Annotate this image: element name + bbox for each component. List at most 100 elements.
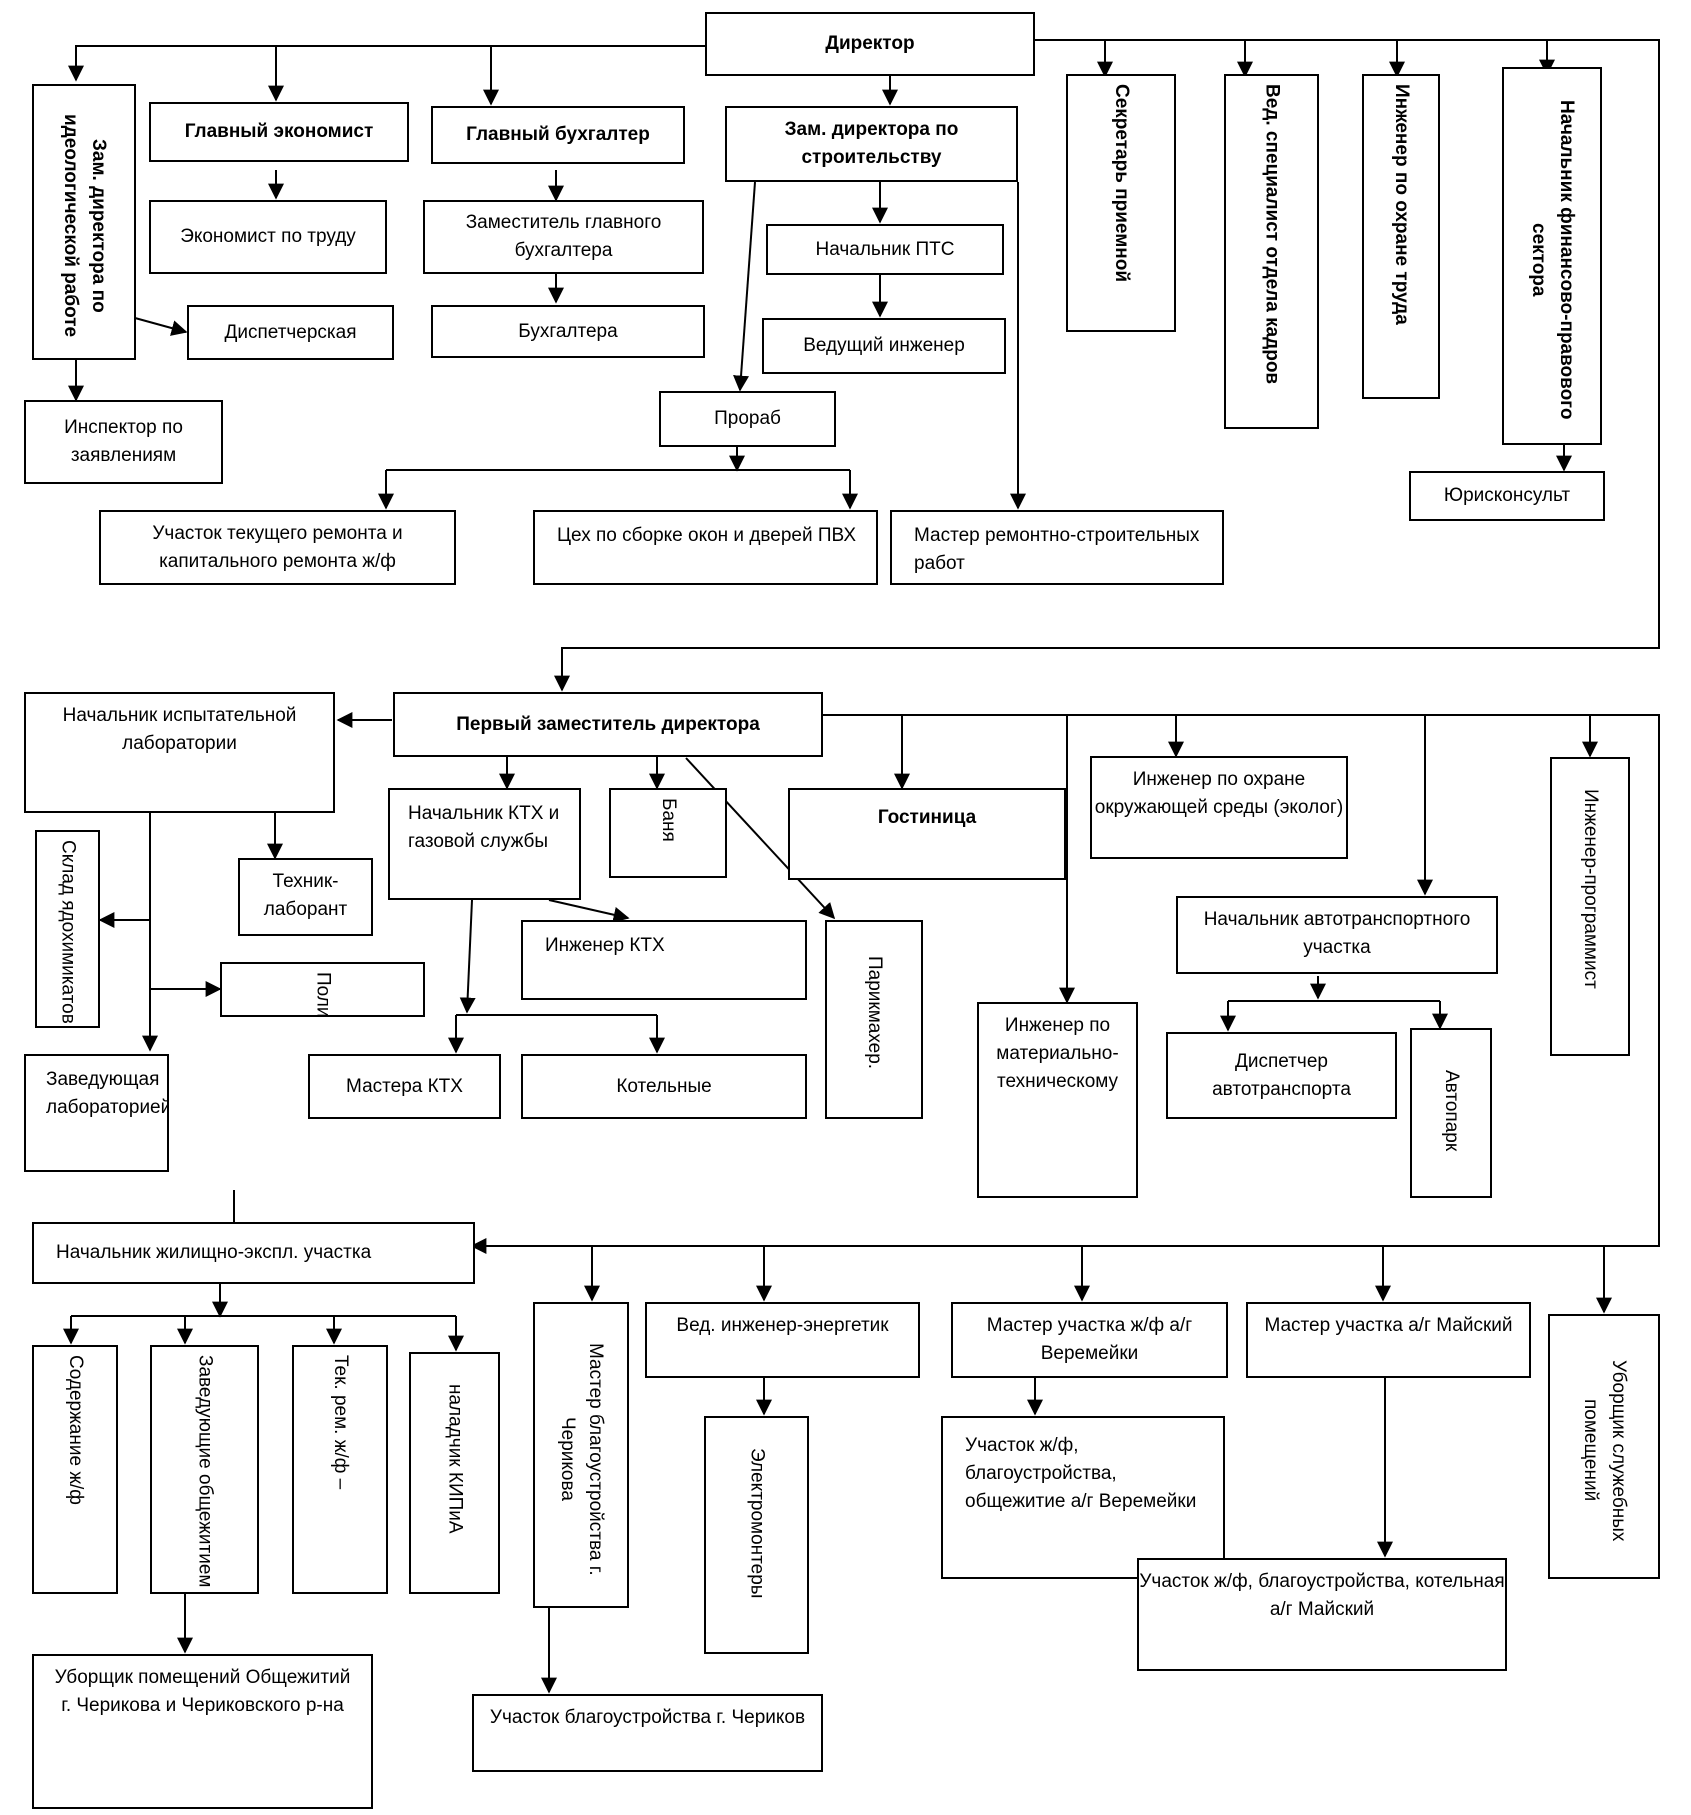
zam-construction-label: Зам. директора по строительству: [784, 119, 959, 168]
electricians-box: Электромонтеры: [704, 1416, 809, 1654]
secretary-box: Секретарь приемной: [1066, 74, 1176, 332]
repair-section-box: Участок текущего ремонта и капитального …: [99, 510, 456, 585]
foreman-label: Прораб: [714, 408, 781, 429]
landscaping-section-box: Участок благоустройства г. Чериков: [472, 1694, 823, 1772]
hotel-box: Гостиница: [788, 788, 1066, 880]
labor-safety-engineer-box: Инженер по охране труда: [1362, 74, 1440, 399]
material-engineer-label: Инженер по материально-техническому: [996, 1015, 1119, 1092]
electricians-label: Электромонтеры: [746, 1448, 768, 1599]
secretary-label: Секретарь приемной: [1111, 84, 1132, 283]
auto-dispatcher-box: Диспетчер автотранспорта: [1166, 1032, 1397, 1119]
deputy-chief-accountant-box: Заместитель главного бухгалтера: [423, 200, 704, 274]
zam-construction-box: Зам. директора по строительству: [725, 106, 1018, 182]
hr-specialist-label: Вед. специалист отдела кадров: [1261, 84, 1283, 385]
housing-repair-box: Тек. рем. ж/ф –: [292, 1345, 388, 1594]
auto-head-box: Начальник автотранспортного участка: [1176, 896, 1498, 974]
finance-legal-head-label: Начальник финансово-правового сектора: [1528, 100, 1577, 420]
repair-master-box: Мастер ремонтно-строительных работ: [890, 510, 1224, 585]
lab-manager-box: Заведующая лабораторией: [24, 1054, 169, 1172]
ktx-masters-label: Мастера КТХ: [346, 1075, 463, 1097]
programmer-label: Инженер-программист: [1580, 789, 1601, 989]
legal-adviser-box: Юрисконсульт: [1409, 471, 1605, 521]
lab-head-label: Начальник испытательной лаборатории: [62, 705, 297, 754]
deputy-chief-accountant-label: Заместитель главного бухгалтера: [465, 212, 662, 261]
zam-ideolog-box: Зам. директора по идеологической работе: [32, 84, 136, 360]
first-deputy-box: Первый заместитель директора: [393, 692, 823, 757]
energy-engineer-label: Вед. инженер-энергетик: [676, 1315, 889, 1336]
kipia-label: наладчик КИПиА: [444, 1384, 466, 1534]
dispatch-label: Диспетчерская: [224, 321, 357, 343]
hotel-label: Гостиница: [877, 807, 977, 828]
chief-accountant-box: Главный бухгалтер: [431, 106, 685, 164]
labor-economist-box: Экономист по труду: [149, 200, 387, 274]
landscaping-master-label: Мастер благоустройства г. Черикова: [557, 1342, 606, 1576]
pvc-shop-box: Цех по сборке окон и дверей ПВХ: [533, 510, 878, 585]
lab-head-box: Начальник испытательной лаборатории: [24, 692, 335, 813]
ktx-head-label: Начальник КТХ и газовой службы: [408, 803, 560, 852]
warehouse-box: Склад ядохимикатов: [35, 830, 100, 1028]
housing-maintenance-label: Содержание ж/ф: [65, 1355, 86, 1505]
inspector-box: Инспектор по заявлениям: [24, 400, 223, 484]
ktx-head-box: Начальник КТХ и газовой службы: [388, 788, 581, 900]
housing-head-box: Начальник жилищно-экспл. участка: [32, 1222, 475, 1284]
auto-dispatcher-label: Диспетчер автотранспорта: [1212, 1050, 1351, 1100]
polygon-box: Полигон: [220, 962, 425, 1017]
finance-legal-head-box: Начальник финансово-правового сектора: [1502, 67, 1602, 445]
dorm-cleaners-label: Уборщик помещений Общежитий г. Черикова …: [54, 1667, 351, 1716]
housing-head-label: Начальник жилищно-экспл. участка: [56, 1242, 372, 1263]
master-maisky-label: Мастер участка а/г Майский: [1264, 1315, 1513, 1336]
chief-economist-label: Главный экономист: [184, 121, 374, 142]
legal-adviser-label: Юрисконсульт: [1443, 485, 1571, 506]
dispatch-box: Диспетчерская: [187, 305, 394, 360]
director-label: Директор: [825, 33, 915, 54]
housing-maintenance-box: Содержание ж/ф: [32, 1345, 118, 1594]
master-veremeyki-box: Мастер участка ж/ф а/г Веремейки: [951, 1302, 1228, 1378]
dorm-cleaners-box: Уборщик помещений Общежитий г. Черикова …: [32, 1654, 373, 1809]
polygon-label: Полигон: [312, 972, 334, 1017]
programmer-box: Инженер-программист: [1550, 757, 1630, 1056]
director-box: Директор: [705, 12, 1035, 76]
banya-label: Баня: [658, 798, 679, 842]
master-veremeyki-label: Мастер участка ж/ф а/г Веремейки: [986, 1315, 1193, 1364]
lead-engineer-box: Ведущий инженер: [762, 318, 1006, 374]
eco-engineer-box: Инженер по охране окружающей среды (экол…: [1090, 756, 1348, 859]
lab-manager-label: Заведующая лабораторией: [46, 1069, 169, 1118]
housing-repair-label: Тек. рем. ж/ф –: [330, 1355, 351, 1490]
chief-accountant-label: Главный бухгалтер: [466, 124, 650, 145]
foreman-box: Прораб: [659, 391, 836, 447]
dorm-managers-box: Заведующие общежитием: [150, 1345, 259, 1594]
eco-engineer-label: Инженер по охране окружающей среды (экол…: [1094, 769, 1344, 818]
ktx-masters-box: Мастера КТХ: [308, 1054, 501, 1119]
lead-engineer-label: Ведущий инженер: [803, 335, 965, 356]
boilers-label: Котельные: [616, 1075, 712, 1097]
energy-engineer-box: Вед. инженер-энергетик: [645, 1302, 920, 1378]
accountants-box: Бухгалтера: [431, 305, 705, 358]
labor-safety-engineer-label: Инженер по охране труда: [1391, 84, 1412, 325]
zam-ideolog-label: Зам. директора по идеологической работе: [60, 114, 109, 338]
ktx-engineer-label: Инженер КТХ: [545, 935, 665, 956]
section-veremeyki-box: Участок ж/ф, благоустройства, общежитие …: [941, 1416, 1225, 1579]
warehouse-label: Склад ядохимикатов: [57, 840, 79, 1024]
autopark-label: Автопарк: [1441, 1070, 1462, 1152]
master-maisky-box: Мастер участка а/г Майский: [1246, 1302, 1531, 1378]
ktx-engineer-box: Инженер КТХ: [521, 920, 807, 1000]
first-deputy-label: Первый заместитель директора: [456, 713, 760, 735]
office-cleaners-box: Уборщик служебных помещений: [1548, 1314, 1660, 1579]
pts-head-box: Начальник ПТС: [766, 224, 1004, 275]
hr-specialist-box: Вед. специалист отдела кадров: [1224, 74, 1319, 429]
repair-section-label: Участок текущего ремонта и капитального …: [152, 523, 403, 572]
accountants-label: Бухгалтера: [518, 320, 618, 342]
section-maisky-label: Участок ж/ф, благоустройства, котельная …: [1139, 1571, 1505, 1620]
dorm-managers-label: Заведующие общежитием: [194, 1355, 216, 1588]
boilers-box: Котельные: [521, 1054, 807, 1119]
lab-tech-label: Техник-лаборант: [263, 871, 348, 920]
banya-box: Баня: [609, 788, 727, 878]
landscaping-master-box: Мастер благоустройства г. Черикова: [533, 1302, 629, 1608]
chief-economist-box: Главный экономист: [149, 102, 409, 162]
hairdresser-box: Парикмахер.: [825, 920, 923, 1119]
material-engineer-box: Инженер по материально-техническому: [977, 1002, 1138, 1198]
autopark-box: Автопарк: [1410, 1028, 1492, 1198]
hairdresser-label: Парикмахер.: [864, 956, 885, 1070]
pts-head-label: Начальник ПТС: [815, 238, 955, 260]
pvc-shop-label: Цех по сборке окон и дверей ПВХ: [557, 525, 857, 546]
